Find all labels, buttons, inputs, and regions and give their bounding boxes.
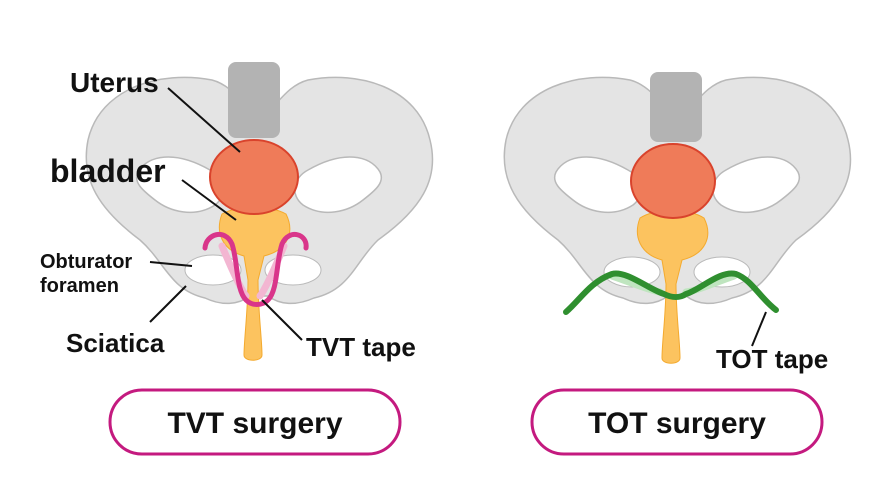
obturator-label-line1: Obturator: [40, 251, 132, 273]
tot-surgery-pill: [530, 388, 824, 456]
tvt-tape: [202, 232, 309, 307]
tot-tape: [563, 270, 779, 315]
bladder-label: bladder: [50, 153, 166, 189]
leader-lines-left: [149, 87, 303, 341]
tvt-diagram: Uterus bladder Obturator foramen Sciatic…: [40, 62, 434, 456]
sciatica-leader: [149, 285, 187, 323]
spine-tot: [650, 72, 702, 142]
uterus-tot: [630, 143, 716, 219]
tvt-surgery-pill-text: TVT surgery: [167, 407, 342, 440]
tvt-tape-leader: [261, 299, 303, 341]
tvt-tape-label: TVT tape: [306, 332, 416, 362]
obturator-leader: [149, 261, 193, 267]
tot-diagram: TOT tape TOT surgery: [503, 72, 852, 456]
tvt-surgery-pill: [108, 388, 402, 456]
uterus-label: Uterus: [70, 67, 159, 98]
tot-tape-leader: [751, 311, 767, 347]
obturator-label-line2: foramen: [40, 275, 119, 297]
bladder: [218, 206, 291, 361]
bladder-leader: [181, 179, 237, 221]
spine: [228, 62, 280, 138]
tot-tape-label: TOT tape: [716, 344, 828, 374]
tot-surgery-pill-text: TOT surgery: [588, 407, 766, 440]
bladder-tot: [636, 210, 709, 364]
sciatica-label: Sciatica: [66, 328, 165, 358]
uterus: [209, 139, 299, 215]
uterus-leader: [167, 87, 241, 153]
